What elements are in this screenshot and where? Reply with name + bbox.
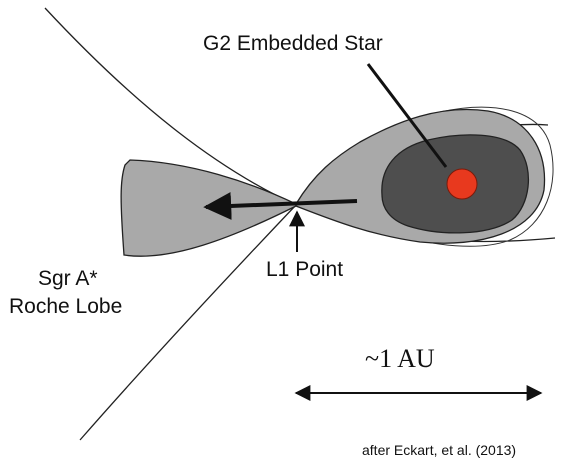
l1-point-label: L1 Point xyxy=(266,258,344,281)
g2-star-label: G2 Embedded Star xyxy=(203,32,383,55)
mass-flow-arrow xyxy=(203,192,358,220)
g2-leader-line xyxy=(366,63,448,168)
sgr-label-line1: Sgr A* xyxy=(38,267,98,290)
sgr-label-line2: Roche Lobe xyxy=(9,295,123,318)
scale-label: ~1 AU xyxy=(365,344,435,373)
credit-text: after Eckart, et al. (2013) xyxy=(362,442,517,458)
g2-star xyxy=(446,168,478,200)
